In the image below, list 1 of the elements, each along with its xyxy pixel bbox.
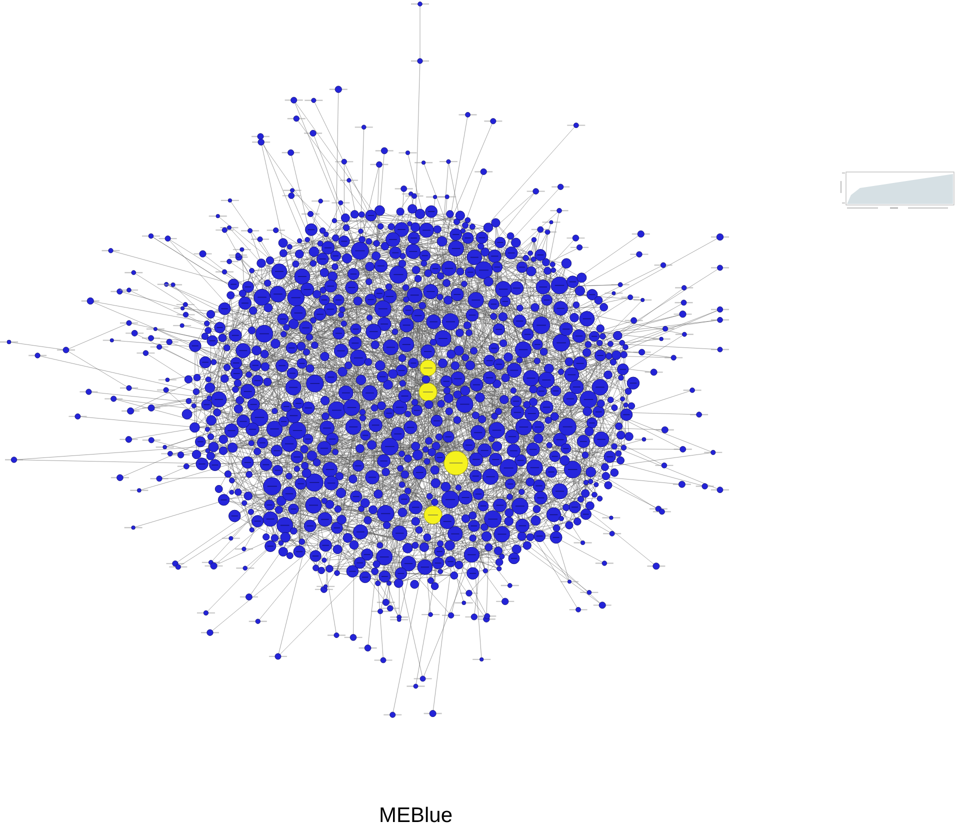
caption: MEBlue <box>379 805 453 826</box>
